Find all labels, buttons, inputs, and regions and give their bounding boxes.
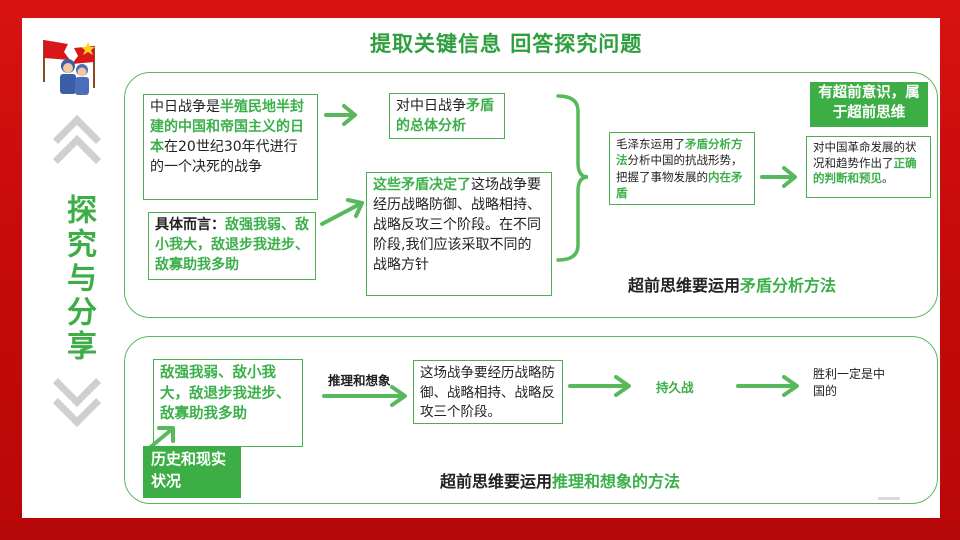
bottom-conclusion-highlight: 推理和想象的方法 <box>552 472 681 491</box>
bracket-icon <box>556 94 589 262</box>
war-nature-highlight: 半殖民地半封建的中国和帝国主义的日本 <box>150 99 304 155</box>
conditions-box: 敌强我弱、敌小我大，敌退步我进步、敌寡助我多助 <box>153 359 303 447</box>
bottom-conclusion-text: 超前思维要运用 <box>440 472 553 491</box>
overall-analysis-highlight: 矛盾的总体分析 <box>396 98 494 134</box>
strategy-stages-text: 这场战争要经历战略防御、战略相持、战略反攻三个阶段。在不同阶段,我们应该采取不同… <box>373 177 541 273</box>
arrow-right-icon <box>760 166 797 188</box>
war-nature-text-end: 在20世纪30年代进行的一个决死的战争 <box>150 138 298 175</box>
specifics-box: 具体而言：敌强我弱、敌小我大，敌退步我进步、敌寡助我多助 <box>148 212 316 280</box>
top-conclusion: 超前思维要运用矛盾分析方法 <box>628 272 836 296</box>
arrow-right-icon <box>322 385 407 407</box>
top-panel <box>124 72 938 318</box>
specifics-label: 具体而言： <box>155 217 225 233</box>
war-stages-box: 这场战争要经历战略防御、战略相持、战略反攻三个阶段。 <box>413 360 563 424</box>
prediction-highlight: 正确的判断和预见 <box>813 155 917 186</box>
prediction-text-end: 。 <box>882 171 894 186</box>
overall-analysis-box: 对中日战争矛盾的总体分析 <box>389 93 505 139</box>
side-label: 探究与分享 <box>61 194 96 364</box>
slide-marker <box>878 497 900 500</box>
reasoning-label: 推理和想象 <box>328 373 391 388</box>
protracted-war-label: 持久战 <box>656 380 694 395</box>
soldier-flag-logo <box>43 40 95 95</box>
bottom-panel <box>124 336 938 504</box>
conditions-text: 敌强我弱、敌小我大，敌退步我进步、敌寡助我多助 <box>160 365 291 423</box>
overall-analysis-text: 对中日战争 <box>396 98 466 114</box>
prediction-text: 对中国革命发展的状况和趋势作出了 <box>813 140 917 170</box>
victory-text: 胜利一定是中国的 <box>813 367 886 398</box>
mao-analysis-highlight: 矛盾分析方法 <box>616 137 743 168</box>
top-conclusion-highlight: 矛盾分析方法 <box>740 276 837 295</box>
strategy-stages-highlight: 这些矛盾决定了 <box>373 177 471 193</box>
mao-analysis-highlight-2: 内在矛盾 <box>616 169 743 200</box>
forward-thinking-badge: 有超前意识，属于超前思维 <box>810 82 928 127</box>
mao-analysis-text: 毛泽东运用了 <box>616 137 685 151</box>
war-nature-text: 中日战争是 <box>150 99 220 115</box>
mao-analysis-box: 毛泽东运用了矛盾分析方法分析中国的抗战形势，把握了事物发展的内在矛盾 <box>609 132 755 205</box>
mao-analysis-text-2: 分析中国的抗战形势，把握了事物发展的 <box>616 153 743 184</box>
bottom-stripe <box>0 522 960 540</box>
arrow-right-icon <box>324 104 357 126</box>
arrow-right-icon <box>568 375 631 397</box>
bottom-conclusion: 超前思维要运用推理和想象的方法 <box>440 468 680 492</box>
top-conclusion-text: 超前思维要运用 <box>628 276 741 295</box>
arrow-up-right-icon <box>320 198 364 226</box>
page-title: 提取关键信息 回答探究问题 <box>370 32 643 56</box>
specifics-text: 敌强我弱、敌小我大，敌退步我进步、敌寡助我多助 <box>155 217 309 273</box>
strategy-stages-box: 这些矛盾决定了这场战争要经历战略防御、战略相持、战略反攻三个阶段。在不同阶段,我… <box>366 172 552 296</box>
arrow-right-icon <box>736 375 799 397</box>
prediction-box: 对中国革命发展的状况和趋势作出了正确的判断和预见。 <box>806 136 931 198</box>
war-nature-box: 中日战争是半殖民地半封建的中国和帝国主义的日本在20世纪30年代进行的一个决死的… <box>143 94 318 200</box>
history-badge: 历史和现实状况 <box>143 446 241 498</box>
